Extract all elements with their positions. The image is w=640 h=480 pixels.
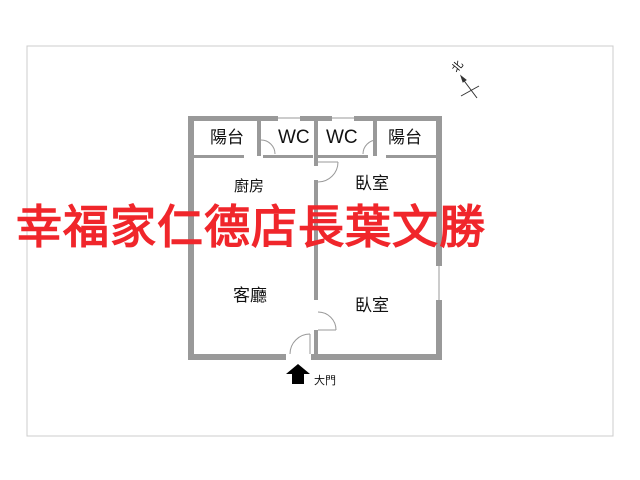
watermark-text: 幸福家仁德店長葉文勝 [16,200,486,254]
room-wc-right: WC [326,127,358,148]
room-balcony-right: 陽台 [388,128,422,148]
doors-windows [260,117,440,355]
room-wc-left: WC [278,127,310,148]
room-kitchen: 廚房 [234,177,265,195]
room-living: 客廳 [233,286,267,306]
entrance-label: 大門 [314,374,336,387]
frame-border [26,45,614,437]
entrance-arrow-icon [286,364,310,384]
walls [188,116,442,360]
room-bedroom-bottom: 臥室 [355,296,389,316]
room-balcony-left: 陽台 [210,128,244,148]
north-arrow-icon [459,74,480,99]
room-bedroom-top: 臥室 [355,174,389,194]
